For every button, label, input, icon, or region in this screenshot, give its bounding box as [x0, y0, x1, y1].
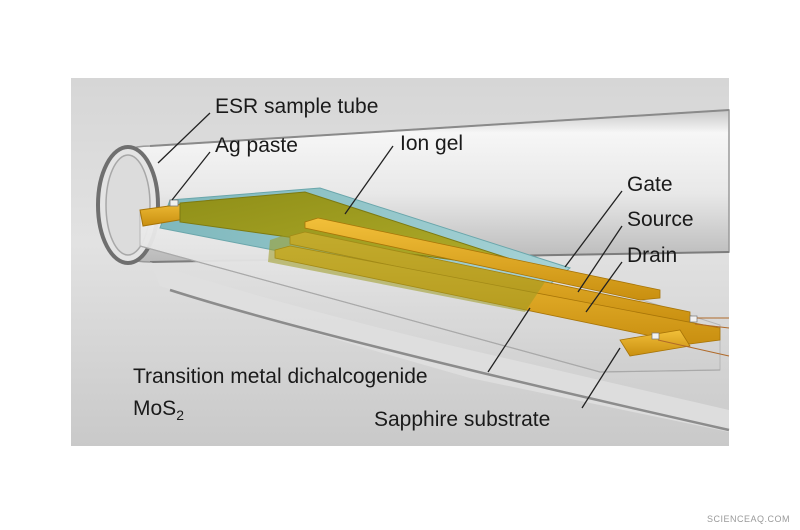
leader-gate: [564, 190, 623, 268]
label-mos2-sub: 2: [176, 407, 184, 423]
leader-source: [577, 225, 623, 293]
channel-overlay: [268, 230, 545, 312]
leader-ion-gel: [344, 145, 394, 215]
leader-esr-tube: [157, 112, 211, 164]
gate-electrode: [304, 217, 661, 301]
label-source: Source: [627, 208, 694, 231]
label-ion-gel: Ion gel: [400, 132, 463, 155]
label-gate: Gate: [627, 173, 673, 196]
leader-ag-paste: [171, 151, 211, 201]
label-mos2: MoS2: [133, 397, 184, 423]
label-tmd: Transition metal dichalcogenide: [133, 365, 428, 388]
leader-sapphire: [581, 347, 621, 409]
label-drain: Drain: [627, 244, 677, 267]
label-mos2-base: MoS: [133, 397, 176, 420]
label-esr-tube: ESR sample tube: [215, 95, 378, 118]
right-contacts: [619, 315, 730, 357]
watermark: SCIENCEAQ.COM: [707, 514, 790, 524]
label-ag-paste: Ag paste: [215, 134, 298, 157]
leader-tmd: [487, 307, 531, 373]
leader-drain: [585, 261, 623, 313]
label-sapphire: Sapphire substrate: [374, 408, 550, 431]
